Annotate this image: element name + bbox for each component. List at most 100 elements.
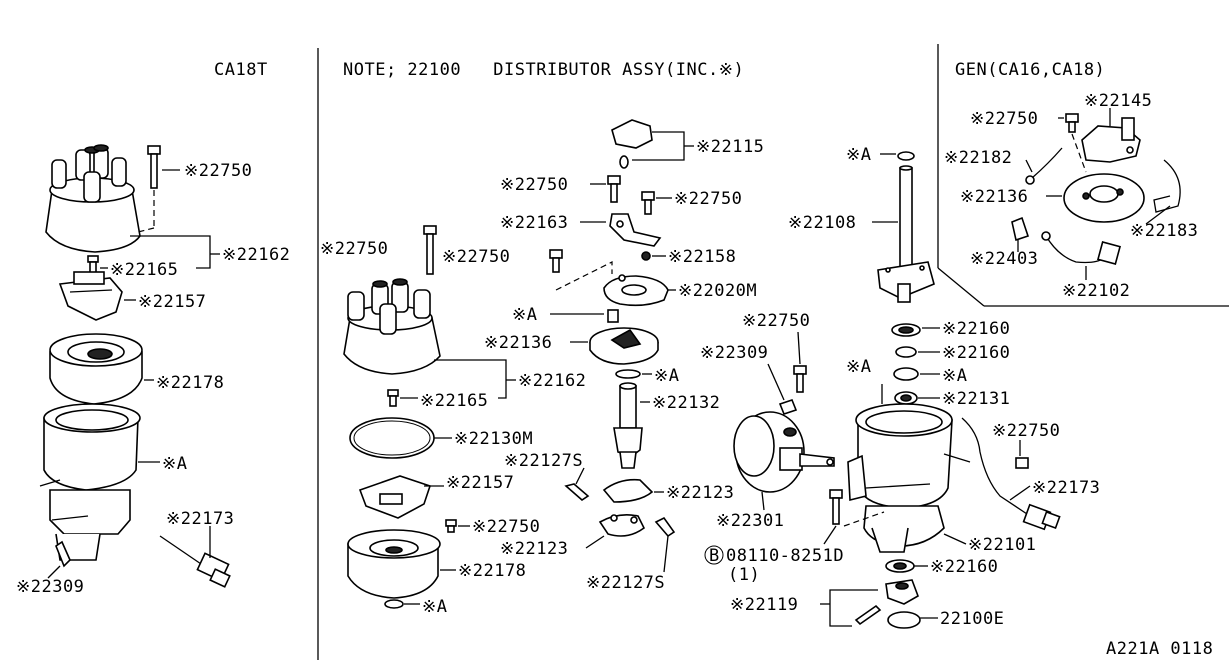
left-sensor-22173 [159, 535, 231, 588]
right-sensor-22173 [961, 417, 1061, 531]
left-housing-22178 [49, 333, 143, 405]
label-c-22750-e: ※22750 [472, 517, 540, 537]
header-ca18t: CA18T [214, 60, 268, 80]
gen-ignitor-22145 [1081, 117, 1141, 163]
right-coupling-22119 [854, 579, 919, 626]
label-c-22115: ※22115 [696, 137, 764, 157]
right-vacuum-22301 [733, 411, 835, 493]
right-body-22101 [847, 403, 971, 553]
left-cap [45, 144, 141, 253]
label-left-22165: ※22165 [110, 260, 178, 280]
right-clip-22309 [778, 399, 798, 415]
label-r-A-3: ※A [846, 357, 871, 377]
center-weight-22123-a [602, 478, 654, 503]
label-c-22750-c: ※22750 [320, 239, 388, 259]
center-housing-22178 [347, 529, 441, 599]
label-c-22178: ※22178 [458, 561, 526, 581]
footer-code: A221A 0118 [1106, 639, 1213, 659]
label-g-22182: ※22182 [944, 148, 1012, 168]
label-r-b: B [709, 546, 720, 566]
label-r-22101: ※22101 [968, 535, 1036, 555]
left-rotor-22157 [58, 271, 123, 321]
gen-clip-22403 [1011, 216, 1030, 242]
center-rotor-22157 [358, 475, 432, 519]
label-r-22301: ※22301 [716, 511, 784, 531]
label-r-22160-a: ※22160 [942, 319, 1010, 339]
center-shaft-22132 [613, 382, 643, 469]
label-c-22127s-b: ※22127S [586, 573, 665, 593]
label-left-22178: ※22178 [156, 373, 224, 393]
center-screw-b [641, 191, 655, 215]
gen-spring-22183 [1153, 159, 1181, 213]
label-r-22160-c: ※22160 [930, 557, 998, 577]
label-c-22136: ※22136 [484, 333, 552, 353]
label-r-08110: 08110-8251D [726, 546, 844, 566]
gen-box-bottom [937, 267, 985, 307]
center-part-22115 [611, 119, 653, 169]
label-c-22163: ※22163 [500, 213, 568, 233]
label-c-22750-d: ※22750 [442, 247, 510, 267]
center-plate-22136 [589, 327, 659, 365]
center-plate-22020m [603, 274, 669, 307]
label-c-22157: ※22157 [446, 473, 514, 493]
label-g-22136: ※22136 [960, 187, 1028, 207]
label-g-22102: ※22102 [1062, 281, 1130, 301]
center-cap [343, 278, 441, 375]
label-left-A: ※A [162, 454, 187, 474]
label-r-22309: ※22309 [700, 343, 768, 363]
center-gasket-22130m [349, 417, 435, 459]
label-left-22162: ※22162 [222, 245, 290, 265]
label-left-22173: ※22173 [166, 509, 234, 529]
label-r-A-2: ※A [942, 366, 967, 386]
b-symbol [704, 545, 724, 565]
label-c-22158: ※22158 [668, 247, 736, 267]
label-r-22108: ※22108 [788, 213, 856, 233]
gen-wire-22182 [1025, 147, 1063, 185]
label-r-22160-b: ※22160 [942, 343, 1010, 363]
label-left-22750: ※22750 [184, 161, 252, 181]
gen-harness-22102 [1041, 231, 1122, 266]
label-c-22132: ※22132 [652, 393, 720, 413]
label-g-22750: ※22750 [970, 109, 1038, 129]
gen-plate-22136 [1063, 173, 1145, 223]
label-r-22750-a: ※22750 [742, 311, 810, 331]
label-c-22123-a: ※22123 [666, 483, 734, 503]
label-left-22157: ※22157 [138, 292, 206, 312]
label-c-A-1: ※A [512, 305, 537, 325]
label-c-22165: ※22165 [420, 391, 488, 411]
header-gen: GEN(CA16,CA18) [955, 60, 1105, 80]
center-pin-22127s-b [654, 516, 676, 538]
right-screw-22750-b [1015, 457, 1029, 469]
right-screw-22750 [793, 365, 807, 393]
label-r-qty: (1) [728, 565, 760, 585]
label-r-22173: ※22173 [1032, 478, 1100, 498]
label-g-22145: ※22145 [1084, 91, 1152, 111]
header-note: NOTE; 22100 DISTRIBUTOR ASSY(INC.※) [343, 60, 744, 80]
center-screw-a [607, 175, 621, 203]
label-c-22162: ※22162 [518, 371, 586, 391]
label-left-22309: ※22309 [16, 577, 84, 597]
left-clip-22309 [55, 540, 71, 568]
gen-screw-22750 [1065, 113, 1087, 173]
center-weight-22123-b [598, 514, 646, 537]
label-c-22127s-a: ※22127S [504, 451, 583, 471]
right-shaft-22108 [877, 165, 935, 303]
label-g-22403: ※22403 [970, 249, 1038, 269]
label-r-22750-b: ※22750 [992, 421, 1060, 441]
label-c-22750-b: ※22750 [674, 189, 742, 209]
label-r-22100e: 22100E [940, 609, 1004, 629]
center-screw-d [549, 249, 563, 273]
right-bolt-08110 [829, 489, 885, 527]
center-screw-small [445, 519, 457, 533]
label-c-22750-a: ※22750 [500, 175, 568, 195]
center-screw-c [423, 225, 437, 275]
label-c-A-2: ※A [654, 366, 679, 386]
label-g-22183: ※22183 [1130, 221, 1198, 241]
label-c-A-3: ※A [422, 597, 447, 617]
label-c-22130m: ※22130M [454, 429, 533, 449]
center-pin-22127s-a [564, 483, 590, 502]
label-c-22020m: ※22020M [678, 281, 757, 301]
label-r-A-1: ※A [846, 145, 871, 165]
center-screw-22165 [387, 389, 399, 407]
